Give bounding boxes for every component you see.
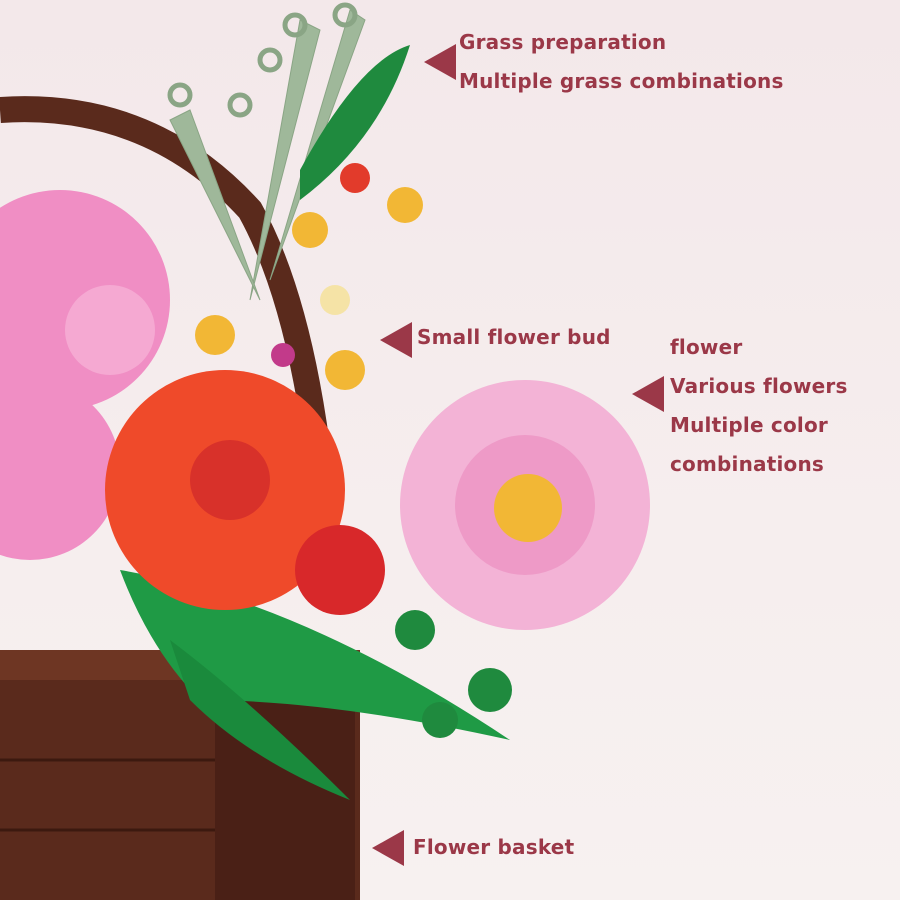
annotation-line: Small flower bud bbox=[417, 325, 611, 349]
annotation-grass: Grass preparation Multiple grass combina… bbox=[459, 23, 784, 101]
annotation-bud: Small flower bud bbox=[417, 318, 611, 357]
arrow-flower-icon bbox=[632, 376, 664, 412]
annotation-line: Multiple color bbox=[670, 413, 828, 437]
annotation-line: flower bbox=[670, 335, 743, 359]
arrow-grass-icon bbox=[424, 44, 456, 80]
annotation-line: Various flowers bbox=[670, 374, 848, 398]
pink-flower-right bbox=[400, 380, 650, 630]
arrow-bud-icon bbox=[380, 322, 412, 358]
flower-buds bbox=[195, 163, 423, 390]
pink-flower-left bbox=[0, 190, 170, 560]
annotation-line: combinations bbox=[670, 452, 825, 476]
annotation-line: Flower basket bbox=[413, 835, 575, 859]
green-leaf bbox=[300, 45, 410, 200]
annotation-flower: flower Various flowers Multiple color co… bbox=[670, 328, 848, 484]
annotation-basket: Flower basket bbox=[413, 828, 574, 867]
arrow-basket-icon bbox=[372, 830, 404, 866]
annotation-line: Multiple grass combinations bbox=[459, 69, 784, 93]
red-flower bbox=[105, 370, 385, 615]
basket-handle bbox=[0, 96, 333, 472]
green-buds bbox=[395, 610, 512, 738]
annotation-line: Grass preparation bbox=[459, 30, 667, 54]
